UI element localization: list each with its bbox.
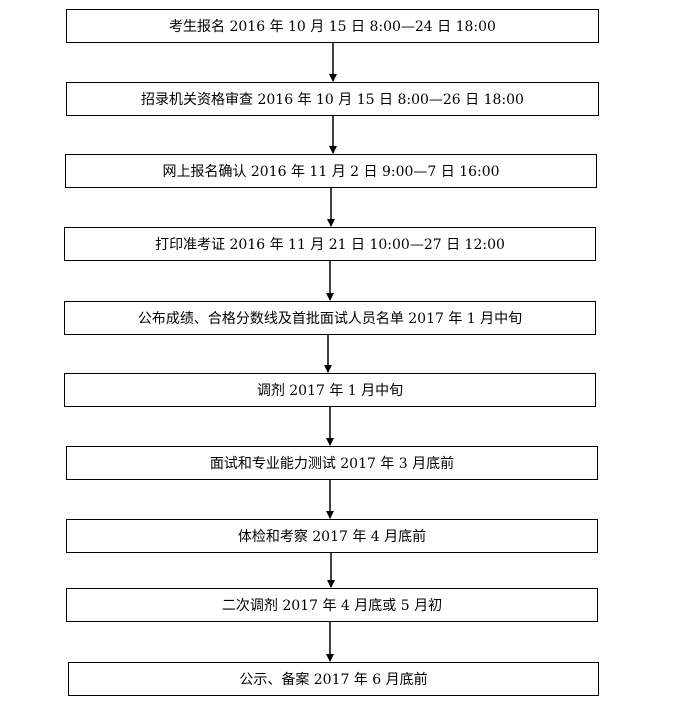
step-9-second-adjustment: 二次调剂 2017 年 4 月底或 5 月初 [66,588,598,622]
step-2-qualification-review: 招录机关资格审查 2016 年 10 月 15 日 8:00—26 日 18:0… [66,82,599,116]
step-7-interview: 面试和专业能力测试 2017 年 3 月底前 [66,446,598,480]
step-10-publicity-filing: 公示、备案 2017 年 6 月底前 [68,662,599,696]
step-4-print-admission-ticket: 打印准考证 2016 年 11 月 21 日 10:00—27 日 12:00 [64,227,596,261]
step-1-registration: 考生报名 2016 年 10 月 15 日 8:00—24 日 18:00 [66,9,599,43]
step-3-online-confirmation: 网上报名确认 2016 年 11 月 2 日 9:00—7 日 16:00 [65,154,597,188]
step-8-medical-check: 体检和考察 2017 年 4 月底前 [66,519,598,553]
step-6-adjustment: 调剂 2017 年 1 月中旬 [64,373,596,407]
step-5-publish-results: 公布成绩、合格分数线及首批面试人员名单 2017 年 1 月中旬 [64,301,596,335]
